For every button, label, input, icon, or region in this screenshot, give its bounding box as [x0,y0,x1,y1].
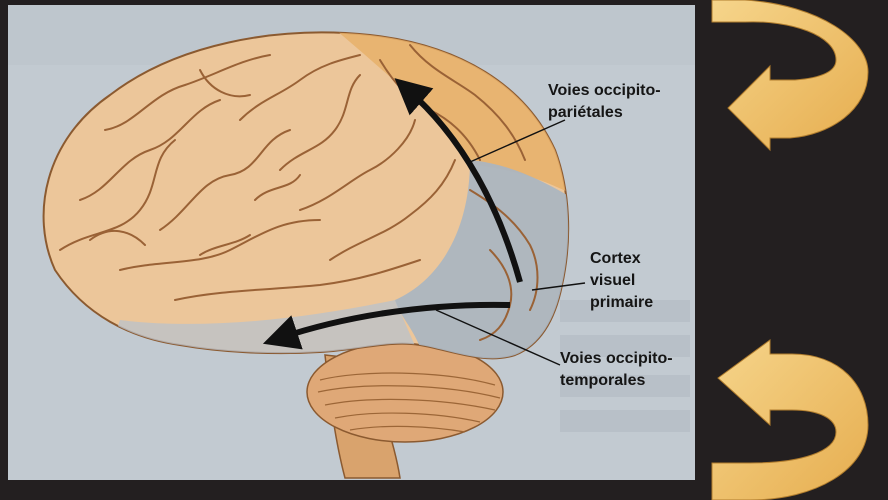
nav-arrow-top[interactable] [712,0,868,150]
nav-arrow-bottom[interactable] [712,300,888,500]
label-line: Cortex [590,248,653,270]
label-line: Voies occipito- [560,348,673,370]
label-occipito-temporal: Voies occipito- temporales [560,348,673,392]
label-primary-visual-cortex: Cortex visuel primaire [590,248,653,314]
label-line: pariétales [548,102,661,124]
label-line: visuel [590,270,653,292]
label-line: temporales [560,370,673,392]
curved-arrow-left-icon[interactable] [712,0,868,150]
label-occipito-parietal: Voies occipito- pariétales [548,80,661,124]
label-line: primaire [590,292,653,314]
label-line: Voies occipito- [548,80,661,102]
